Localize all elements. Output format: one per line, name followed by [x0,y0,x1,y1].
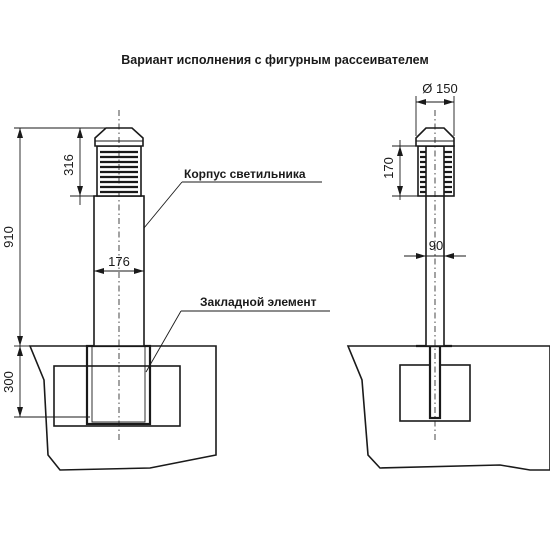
left-louvres [100,150,138,194]
leader-body: Корпус светильника [143,167,322,229]
svg-text:90: 90 [429,238,443,253]
left-embedded-box [53,365,181,427]
right-ground-block [346,345,550,471]
svg-text:910: 910 [1,226,16,248]
drawing-title: Вариант исполнения с фигурным рассеивате… [121,53,428,67]
dim-176: 176 [94,254,144,274]
svg-text:Ø 150: Ø 150 [422,81,457,96]
dim-300: 300 [1,346,90,418]
svg-text:316: 316 [61,154,76,176]
dim-316: 316 [61,128,96,205]
label-body: Корпус светильника [184,167,306,181]
dim-diameter-150: Ø 150 [415,81,458,136]
svg-text:300: 300 [1,371,16,393]
svg-text:170: 170 [381,157,396,179]
left-view: 910 316 176 300 Корпу [1,110,330,471]
leader-embedded: Закладной элемент [145,295,330,373]
dim-170: 170 [381,140,418,200]
dim-90: 90 [404,238,466,259]
left-ground-block [28,345,217,471]
dim-910: 910 [1,127,118,347]
right-view: Ø 150 170 90 [346,81,550,471]
svg-text:176: 176 [108,254,130,269]
right-louvres [420,150,452,194]
label-embedded: Закладной элемент [200,295,317,309]
